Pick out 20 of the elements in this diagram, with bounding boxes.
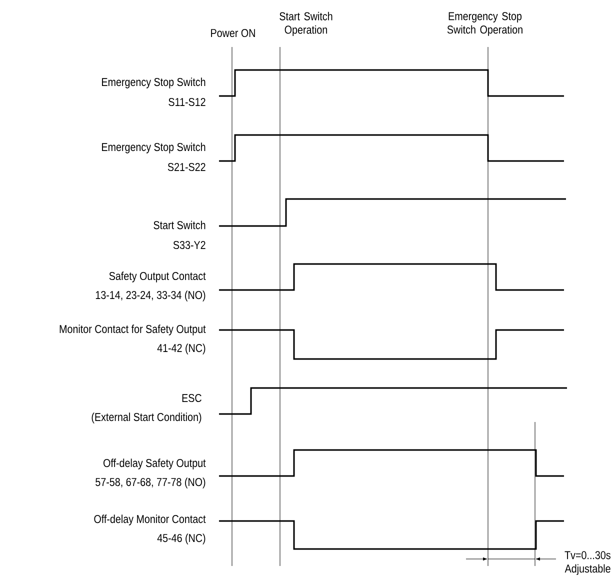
signal-label: (External Start Condition) [92,412,202,424]
dimension-label: Tv=0...30s Adjustable [564,551,610,575]
signal-label: 41-42 (NC) [157,344,206,354]
signal-label: Emergency Stop Switch [102,142,206,154]
signal-label: S33-Y2 [173,240,206,250]
event-label: Emergency Stop Switch Operation [447,12,522,36]
signal-label: Safety Output Contact [109,272,206,282]
signal-label: Emergency Stop Switch [102,78,206,88]
signal-label: Off-delay Safety Output [104,458,206,470]
signal-label: S21-S22 [168,162,206,172]
signal-label: Start Switch [154,220,206,230]
signal-label: ESC [182,394,202,402]
event-label: Power ON [211,28,255,38]
signal-label: 13-14, 23-24, 33-34 (NO) [96,290,206,302]
event-label: Start Switch Operation [280,12,332,36]
signal-label: 45-46 (NC) [157,534,206,544]
signal-label: Off-delay Monitor Contact [94,514,206,526]
signal-label: Monitor Contact for Safety Output [60,324,206,336]
signal-label: 57-58, 67-68, 77-78 (NO) [96,478,206,488]
signal-label: S11-S12 [168,98,206,106]
